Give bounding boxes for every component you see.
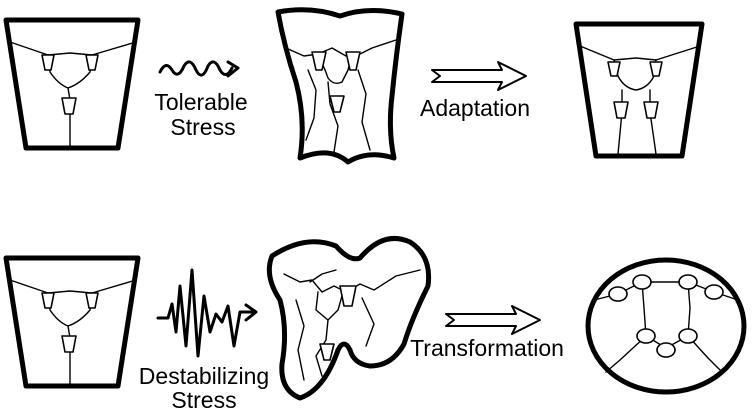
deformed-system-row2 bbox=[269, 238, 428, 398]
tolerable-stress-label-line2: Stress bbox=[170, 114, 235, 140]
initial-system-row1 bbox=[6, 20, 138, 148]
initial-system-row2 bbox=[6, 258, 138, 386]
spike-arrow bbox=[158, 270, 256, 356]
destabilizing-stress-label-line2: Stress bbox=[171, 387, 236, 413]
adaptation-label: Adaptation bbox=[420, 95, 530, 121]
hollow-arrow-adaptation bbox=[432, 62, 526, 90]
squiggle-arrow bbox=[160, 62, 238, 76]
hollow-arrow-transformation bbox=[446, 306, 540, 334]
transformation-label: Transformation bbox=[410, 335, 564, 361]
destabilizing-stress-label-line1: Destabilizing bbox=[139, 363, 269, 389]
stressed-system-row1 bbox=[278, 10, 402, 162]
tolerable-stress-label-line1: Tolerable bbox=[154, 89, 247, 115]
transformed-system-row2 bbox=[588, 260, 744, 392]
adapted-system-row1 bbox=[576, 24, 702, 156]
